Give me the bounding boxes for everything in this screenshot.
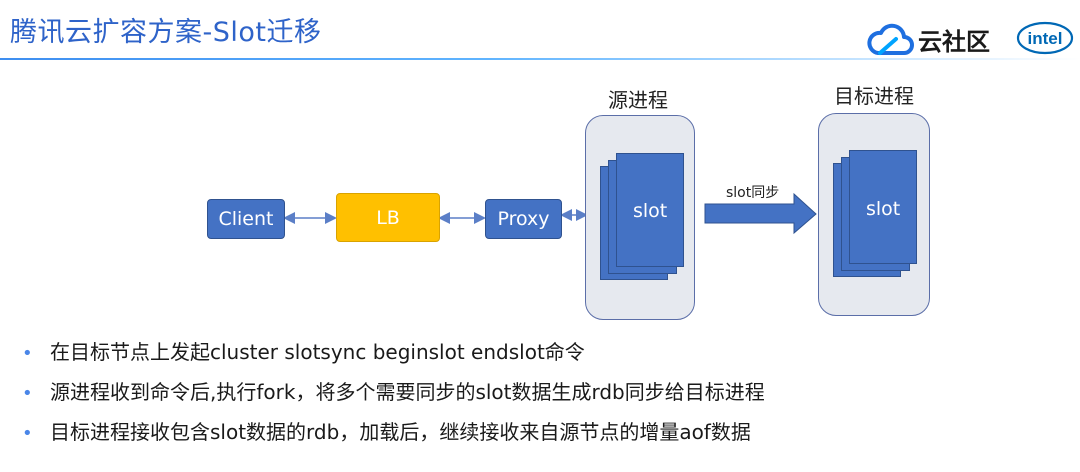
target-process-label: 目标进程: [834, 84, 914, 108]
bullet-dot-icon: •: [22, 343, 33, 364]
proxy-node: Proxy: [485, 199, 562, 239]
target-slot-label: slot: [866, 198, 901, 220]
slot-sync-arrow: [704, 192, 817, 235]
bullet-text: 目标进程接收包含slot数据的rdb，加载后，继续接收来自源节点的增量aof数据: [50, 420, 751, 444]
lb-label: LB: [376, 206, 400, 229]
client-label: Client: [218, 208, 274, 230]
intel-logo-text: intel: [1028, 29, 1063, 48]
bullet-item: • 在目标节点上发起cluster slotsync beginslot ends…: [22, 333, 765, 373]
bullet-text: 在目标节点上发起cluster slotsync beginslot endsl…: [50, 340, 585, 364]
brand-text: 云社区: [918, 28, 990, 56]
bullet-dot-icon: •: [22, 423, 33, 444]
brand-block: 云社区: [866, 22, 990, 57]
tencent-cloud-icon: [867, 23, 914, 55]
bullet-item: • 源进程收到命令后,执行fork，将多个需要同步的slot数据生成rdb同步给目…: [22, 373, 765, 413]
source-slot-card-front: [616, 153, 684, 267]
bullet-item: • 目标进程接收包含slot数据的rdb，加载后，继续接收来自源节点的增量aof数…: [22, 413, 765, 453]
proxy-label: Proxy: [497, 208, 550, 230]
target-slot-card-front: [849, 150, 917, 264]
client-node: Client: [207, 199, 285, 239]
bullet-list: • 在目标节点上发起cluster slotsync beginslot ends…: [22, 333, 765, 453]
lb-node: LB: [336, 193, 440, 242]
source-process-label: 源进程: [608, 88, 668, 112]
slot-sync-label: slot同步: [726, 185, 780, 201]
intel-logo-icon: intel: [1016, 21, 1074, 55]
bullet-text: 源进程收到命令后,执行fork，将多个需要同步的slot数据生成rdb同步给目标…: [50, 380, 765, 404]
title-divider: [0, 58, 1080, 60]
page-title: 腾讯云扩容方案-Slot迁移: [10, 17, 322, 48]
source-slot-label: slot: [633, 200, 668, 222]
bullet-dot-icon: •: [22, 383, 33, 404]
